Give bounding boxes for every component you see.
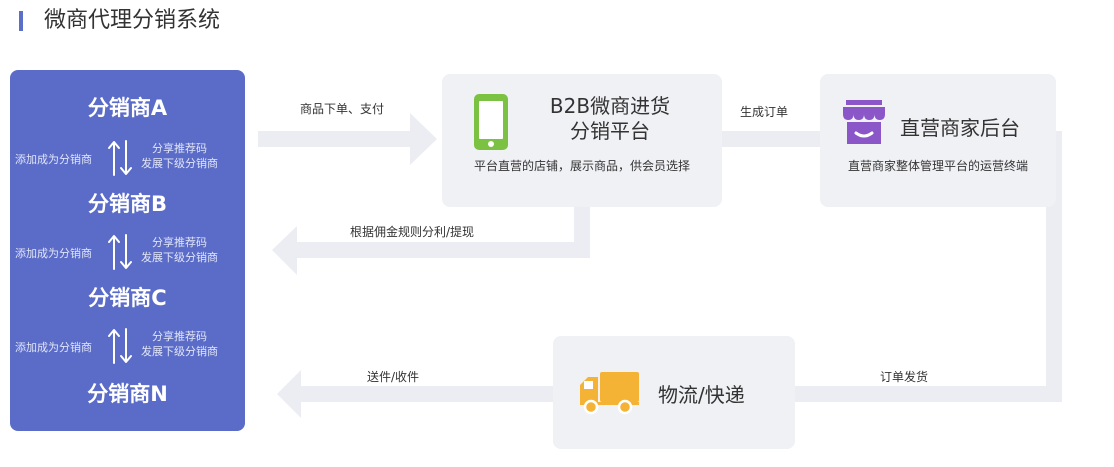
tier-b: 分销商B [87, 192, 167, 216]
page-title: 微商代理分销系统 [44, 8, 221, 33]
flow-label-generate: 生成订单 [740, 105, 789, 119]
link-share-line1: 分享推荐码 [152, 236, 207, 249]
truck-icon [580, 372, 639, 415]
link-share-line1: 分享推荐码 [152, 142, 207, 155]
link-share-line2: 发展下级分销商 [141, 157, 218, 170]
b2b-title-line2: 分销平台 [570, 119, 650, 143]
tier-n: 分销商N [87, 382, 168, 406]
b2b-platform-card: B2B微商进货 分销平台 平台直营的店铺，展示商品，供会员选择 [442, 74, 722, 207]
link-share-label: 分享推荐码 发展下级分销商 [141, 329, 218, 359]
flow-label-ship: 订单发货 [880, 370, 929, 384]
b2b-description: 平台直营的店铺，展示商品，供会员选择 [473, 159, 690, 173]
tier-link: 添加成为分销商 分享推荐码 发展下级分销商 [10, 232, 245, 272]
link-share-line2: 发展下级分销商 [141, 345, 218, 358]
b2b-title-line1: B2B微商进货 [549, 94, 671, 118]
flow-label-commission: 根据佣金规则分利/提现 [350, 225, 475, 239]
title-accent-bar [19, 11, 23, 31]
merchant-description: 直营商家整体管理平台的运营终端 [847, 159, 1028, 173]
arrow-order [258, 113, 437, 165]
link-share-label: 分享推荐码 发展下级分销商 [141, 141, 218, 171]
link-add-label: 添加成为分销商 [15, 153, 92, 166]
arrow-commission [272, 207, 590, 275]
link-add-label: 添加成为分销商 [15, 341, 92, 354]
flow-label-deliver: 送件/收件 [367, 370, 420, 384]
tier-a: 分销商A [87, 96, 168, 120]
flow-label-order: 商品下单、支付 [300, 102, 385, 116]
link-add-label: 添加成为分销商 [15, 247, 92, 260]
shop-icon [843, 100, 885, 144]
up-down-arrows-icon [108, 140, 132, 176]
link-share-label: 分享推荐码 发展下级分销商 [141, 235, 218, 265]
logistics-card: 物流/快递 [553, 336, 795, 449]
merchant-backend-card: 直营商家后台 直营商家整体管理平台的运营终端 [820, 74, 1056, 207]
merchant-title: 直营商家后台 [900, 116, 1020, 140]
up-down-arrows-icon [108, 234, 132, 270]
connector-generate [722, 131, 820, 147]
tier-link: 添加成为分销商 分享推荐码 发展下级分销商 [10, 326, 245, 366]
phone-icon [474, 94, 508, 150]
logistics-title: 物流/快递 [658, 383, 745, 407]
link-share-line2: 发展下级分销商 [141, 251, 218, 264]
distributor-panel: 分销商A 分销商B 分销商C 分销商N 添加成为分销商 分享推荐码 发展下级分销… [10, 70, 245, 431]
link-share-line1: 分享推荐码 [152, 330, 207, 343]
tier-c: 分销商C [88, 286, 167, 310]
up-down-arrows-icon [108, 328, 132, 364]
b2b-title: B2B微商进货 分销平台 [530, 94, 690, 144]
tier-link: 添加成为分销商 分享推荐码 发展下级分销商 [10, 138, 245, 178]
